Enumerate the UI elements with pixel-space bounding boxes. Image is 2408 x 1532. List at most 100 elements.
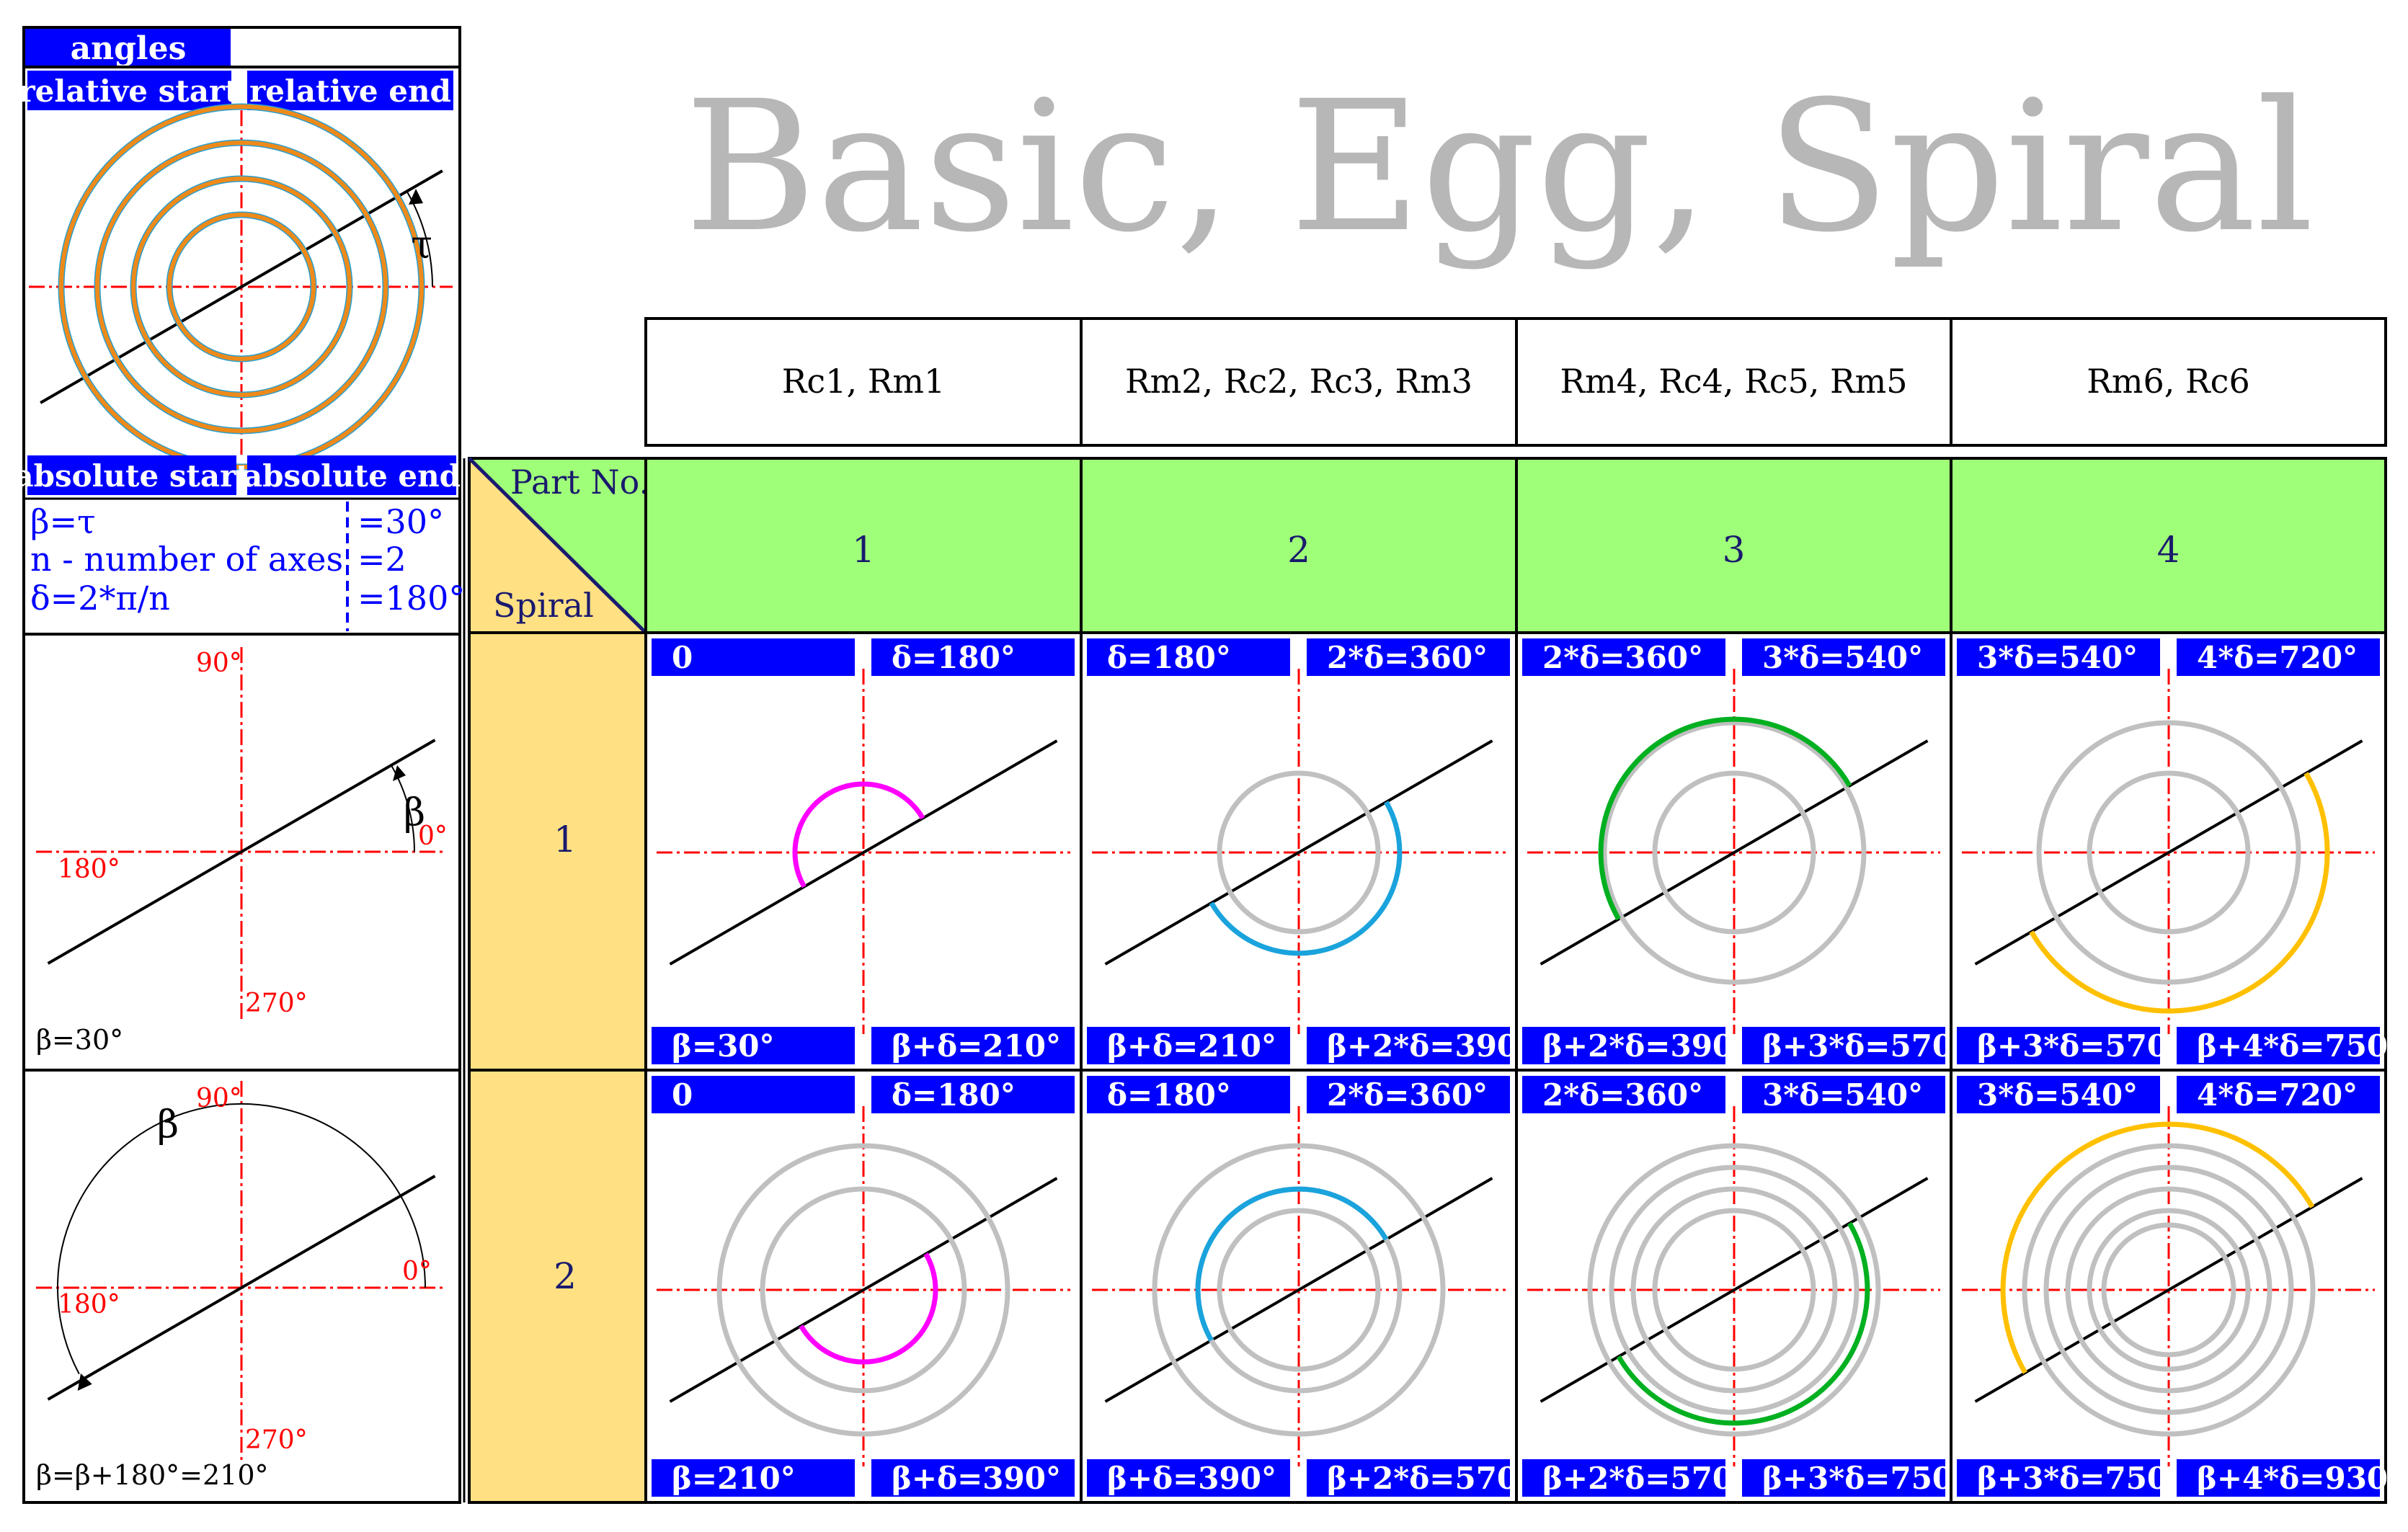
previous-ring-2 [1601, 720, 1867, 985]
column-header-3: Rm4, Rc4, Rc5, Rm5 [1560, 362, 1907, 401]
beta-arrowhead [77, 1373, 92, 1391]
angle-label-bg [1742, 638, 1945, 676]
angles-header: angles [71, 30, 187, 67]
angle-label-tr: 3*δ=540° [1762, 640, 1923, 675]
active-arc [792, 782, 925, 889]
angle-label-bl: β+δ=210° [1107, 1028, 1276, 1064]
angle-label-br: β+2*δ=570° [1327, 1461, 1533, 1496]
previous-ring-2 [716, 1143, 1010, 1437]
tau-line [1540, 1177, 1929, 1403]
previous-ring-2 [1630, 1186, 1838, 1394]
previous-ring-2 [2087, 1208, 2251, 1372]
angle-caption: β=β+180°=210° [36, 1459, 269, 1491]
angle-label-tr: 4*δ=720° [2197, 640, 2358, 675]
column-header-box [1080, 317, 1518, 447]
previous-ring-4 [2043, 1164, 2294, 1415]
spiral-cell-2-4: 3*δ=540°4*δ=720°β+3*δ=750°β+4*δ=930° [1950, 1069, 2403, 1504]
angle-label-bg [1307, 1459, 1510, 1497]
previous-ring-5 [2022, 1143, 2316, 1437]
angle-label-270: 270° [245, 989, 308, 1018]
column-header-box [1515, 317, 1952, 447]
angle-label-bl: β=210° [672, 1461, 796, 1496]
param-n-value: =2 [357, 540, 406, 579]
previous-ring-2 [2036, 720, 2301, 985]
angle-label-bg [1742, 1076, 1945, 1113]
param-n-label: n - number of axes [30, 540, 343, 579]
angle-label-bl: β+3*δ=570° [1977, 1028, 2183, 1064]
beta-symbol: β [404, 791, 425, 834]
column-header-4: Rm6, Rc6 [2087, 362, 2249, 401]
angle-label-bg [1522, 1459, 1725, 1497]
param-beta-label: β=τ [30, 502, 96, 541]
angle-label-bg [2177, 1459, 2380, 1497]
angle-panel-2: 90° 180° 270° 0° β β=β+180°=210° [22, 1069, 461, 1504]
corner-diagonal [468, 457, 647, 634]
beta-arrowhead [393, 765, 406, 781]
angle-label-bg [1307, 1076, 1510, 1113]
angle-label-tl: 2*δ=360° [1542, 640, 1703, 675]
column-header-2: Rm2, Rc2, Rc3, Rm3 [1125, 362, 1472, 401]
column-header-1: Rc1, Rm1 [782, 362, 945, 401]
angle-label-bg [1087, 1459, 1290, 1497]
angle-label-bg [1742, 1027, 1945, 1064]
spiral-ring-1-inner [167, 213, 316, 361]
relative-end-label: relative end [249, 74, 451, 109]
angle-label-bg [652, 638, 855, 676]
tau-line [1974, 739, 2363, 966]
angle-label-0: 0° [402, 1257, 432, 1286]
angle-caption: β=30° [36, 1024, 123, 1056]
part-number-4: 4 [2157, 529, 2180, 571]
previous-ring-3 [1152, 1143, 1446, 1437]
spiral-cell-2-2: δ=180°2*δ=360°β+δ=390°β+2*δ=570° [1080, 1069, 1533, 1504]
angle-label-bl: β+2*δ=570° [1542, 1461, 1749, 1496]
angle-label-bg [1957, 1076, 2160, 1113]
angle-label-bg [871, 1027, 1075, 1064]
spiral-cell-1-4: 3*δ=540°4*δ=720°β+3*δ=570°β+4*δ=750° [1950, 631, 2403, 1072]
angle-label-bg [1957, 638, 2160, 676]
previous-ring-1 [1217, 1208, 1381, 1372]
previous-ring-3 [2065, 1186, 2273, 1394]
tau-line [669, 1177, 1058, 1403]
beta-symbol: β [157, 1103, 179, 1146]
previous-ring-1 [2101, 1222, 2236, 1358]
active-arc [1616, 1221, 1870, 1425]
spiral-cell-1-3: 2*δ=360°3*δ=540°β+2*δ=390°β+3*δ=570° [1515, 631, 1968, 1072]
angle-label-tr: δ=180° [892, 640, 1016, 675]
angle-label-tl: 3*δ=540° [1977, 1077, 2138, 1113]
angle-label-br: β+3*δ=750° [1762, 1461, 1968, 1496]
absolute-start-bg [27, 455, 236, 495]
tau-line [1540, 739, 1929, 966]
angle-label-bl: β=30° [672, 1028, 775, 1064]
angle-label-tr: 3*δ=540° [1762, 1077, 1923, 1113]
active-arc [1599, 717, 1852, 921]
page-title: Basic, Egg, Spiral [684, 62, 2314, 272]
active-arc [2029, 772, 2330, 1014]
previous-ring-1 [1217, 770, 1381, 935]
angle-label-br: β+δ=390° [892, 1461, 1061, 1496]
spiral-ring-3-inner [95, 141, 388, 433]
spiral-cell-2-3: 2*δ=360°3*δ=540°β+2*δ=570°β+3*δ=750° [1515, 1069, 1968, 1504]
angle-label-bg [1087, 638, 1290, 676]
angle-label-br: β+2*δ=390° [1327, 1028, 1533, 1064]
angle-label-bg [1522, 1076, 1725, 1113]
angle-label-bg [1307, 638, 1510, 676]
spiral-ring-2-inner [131, 177, 352, 397]
angle-label-bg [2177, 638, 2380, 676]
angle-label-bg [1522, 1027, 1725, 1064]
previous-ring-3 [1609, 1164, 1860, 1415]
angle-label-bl: β+3*δ=750° [1977, 1461, 2183, 1496]
angle-label-180: 180° [58, 1290, 120, 1319]
corner-cell: Part No. Spiral [468, 457, 649, 634]
part-number-3: 3 [1723, 529, 1746, 571]
spiral-number-2: 2 [554, 1255, 577, 1297]
previous-ring-1 [760, 1186, 967, 1394]
spiral-cell-1-2: δ=180°2*δ=360°β+δ=210°β+2*δ=390° [1080, 631, 1533, 1072]
active-arc [799, 1252, 938, 1364]
param-delta-value: =180° [357, 579, 465, 618]
tau-line [40, 169, 443, 404]
column-header-box [644, 317, 1083, 447]
